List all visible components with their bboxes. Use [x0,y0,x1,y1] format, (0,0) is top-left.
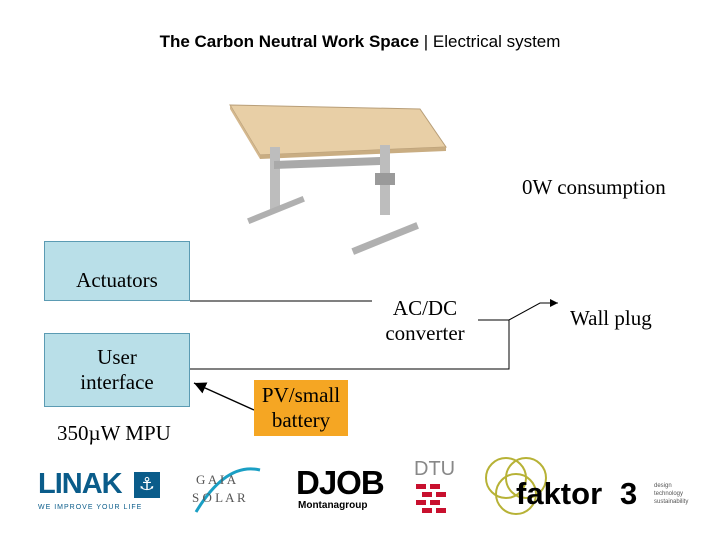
linak-logo: LINAK ⚓ WE IMPROVE YOUR LIFE [36,468,162,516]
wall-plug-label: Wall plug [570,306,652,330]
desk-image [229,104,447,255]
actuators-box: Actuators [44,241,190,301]
djob-logo: DJOB Montanagroup [296,464,385,511]
converter-box: AC/DC converter [385,295,465,345]
gaia-solar-logo: G A I A S O L A R [186,460,266,516]
pv-arrow [193,382,255,411]
faktor3-logo: faktor 3 design technology sustainabilit… [470,452,706,518]
anchor-icon: ⚓ [134,472,160,498]
mpu-label: 350µW MPU [57,421,171,445]
pv-battery-box: PV/small battery [254,380,348,436]
user-interface-box: User interface [44,333,190,407]
consumption-label: 0W consumption [522,175,666,199]
wall-plug-arrow [478,299,558,321]
page-title: The Carbon Neutral Work Space | Electric… [159,32,561,51]
dtu-logo: DTU [412,458,456,518]
